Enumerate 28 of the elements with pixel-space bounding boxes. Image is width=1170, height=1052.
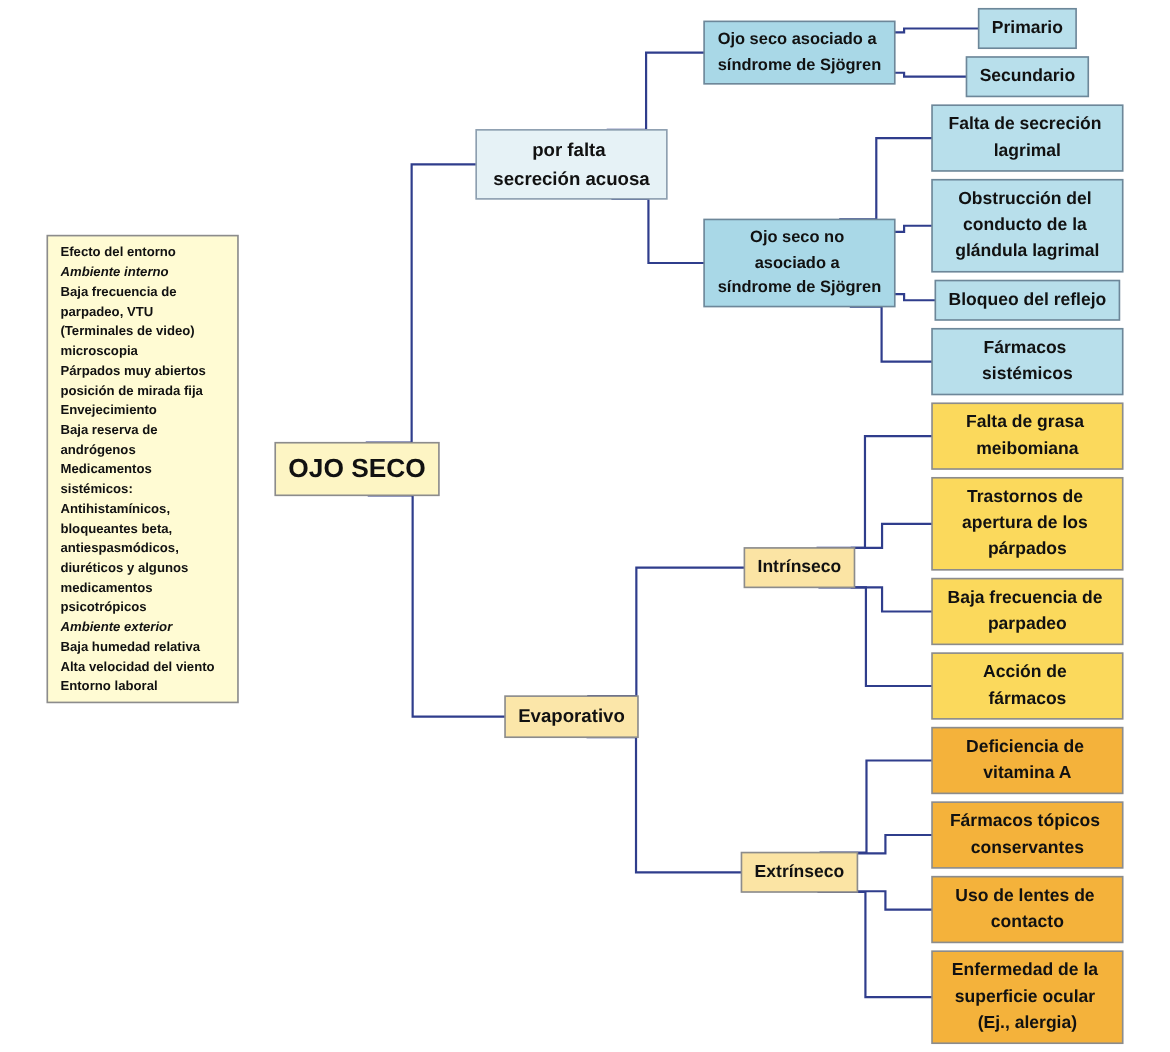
node-box: Falta de secreción lagrimal: [931, 104, 1124, 172]
node-box: Uso de lentes de contacto: [931, 875, 1124, 944]
node-box: Baja frecuencia de parpadeo: [931, 577, 1124, 646]
node-box: Ojo seco no asociado a síndrome de Sjögren: [703, 218, 896, 308]
node-box: Secundario: [965, 56, 1090, 98]
connector: [894, 293, 936, 302]
node-box: Deficiencia de vitamina A: [931, 726, 1124, 795]
node-box: Ojo seco asociado a síndrome de Sjögren: [703, 20, 896, 85]
node-box: OJO SECO: [274, 441, 440, 497]
node-box: Fármacos tópicos conservantes: [931, 801, 1124, 869]
node-box: Bloqueo del reflejo: [934, 279, 1121, 321]
node-box: Fármacos sistémicos: [931, 327, 1124, 396]
connector: [894, 71, 967, 78]
node-box: por falta secreción acuosa: [475, 129, 668, 200]
node-box: Obstrucción del conducto de la glándula lagrimal: [931, 178, 1124, 273]
connector: [894, 27, 979, 34]
node-box: Enfermedad de la superficie ocular (Ej., alergia): [931, 950, 1124, 1045]
connector: [857, 890, 933, 911]
node-box: Acción de fármacos: [931, 652, 1124, 720]
connector: [857, 833, 933, 855]
connector: [894, 224, 933, 233]
node-box: Intrínseco: [743, 547, 856, 589]
node-box: Extrínseco: [740, 851, 859, 893]
node-box: Primario: [977, 7, 1077, 50]
node-box: Trastornos de apertura de los párpados: [931, 476, 1124, 571]
node-box: Falta de grasa meibomiana: [931, 402, 1124, 470]
connector: [850, 522, 933, 549]
node-box: Evaporativo: [504, 695, 639, 739]
